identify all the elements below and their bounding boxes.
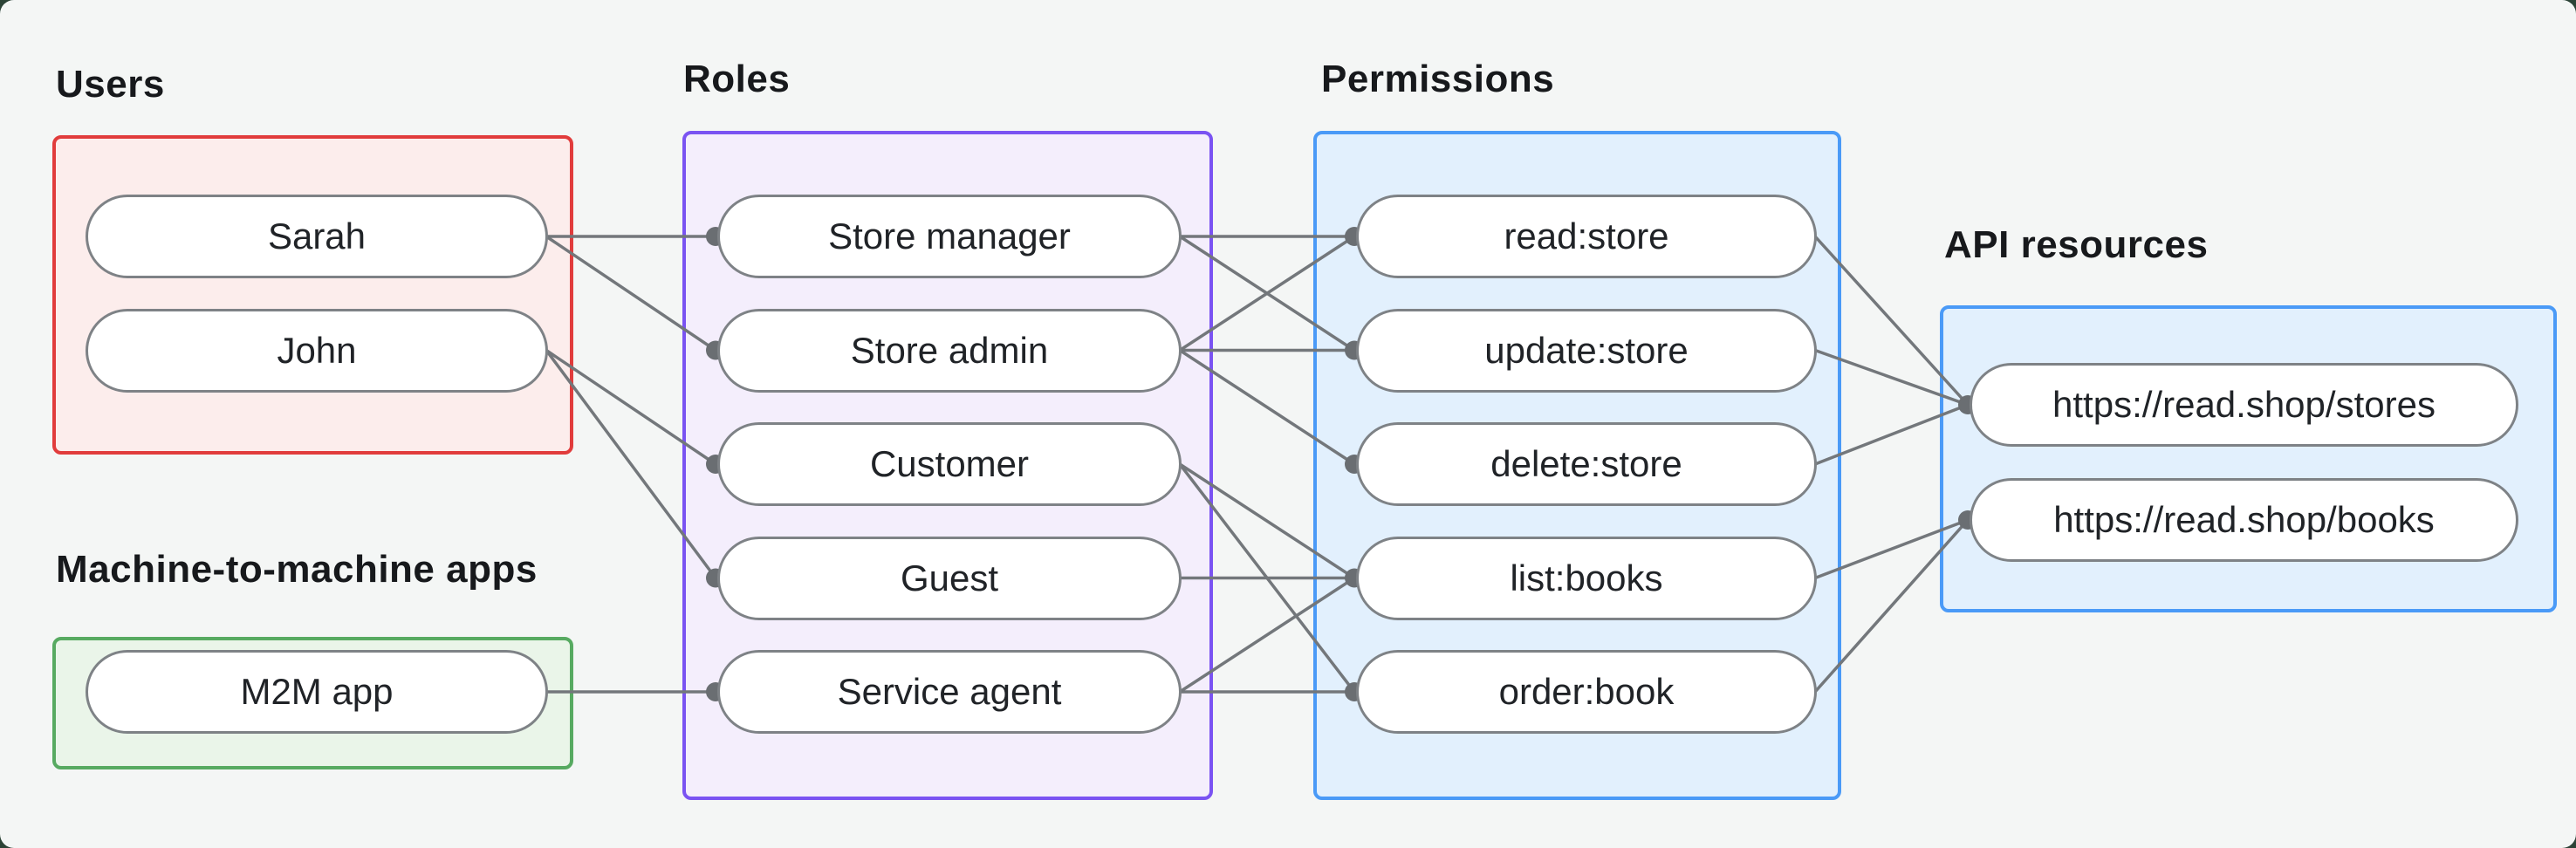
node-update-store: update:store [1356,308,1817,393]
group-label-users: Users [56,63,165,106]
node-customer: Customer [717,422,1182,506]
edge-read-store-stores [1813,235,1970,407]
node-order-book: order:book [1356,650,1817,734]
edge-service-agent-list-books [1179,577,1355,694]
node-delete-store: delete:store [1356,422,1817,506]
group-label-api-resources: API resources [1944,223,2209,266]
node-list-books: list:books [1356,536,1817,620]
node-m2m-app: M2M app [86,650,548,734]
edge-store-admin-delete-store [1179,349,1355,466]
node-john: John [86,308,548,393]
edge-list-books-books [1814,518,1969,580]
edge-update-store-stores [1814,348,1969,407]
node-store-admin: Store admin [717,308,1182,393]
edge-order-book-books [1813,518,1970,694]
node-guest: Guest [717,536,1182,620]
edge-john-customer [545,349,716,466]
node-stores: https://read.shop/stores [1970,363,2518,447]
node-read-store: read:store [1356,195,1817,278]
node-books: https://read.shop/books [1970,478,2518,562]
edge-john-guest [545,349,717,579]
edge-customer-list-books [1179,462,1355,579]
node-store-manager: Store manager [717,195,1182,278]
edge-delete-store-stores [1814,403,1969,466]
group-label-roles: Roles [683,58,791,100]
edge-store-admin-read-store [1179,235,1355,352]
edge-sarah-store-admin [545,235,716,352]
group-label-permissions: Permissions [1321,58,1555,100]
node-service-agent: Service agent [717,650,1182,734]
node-sarah: Sarah [86,195,548,278]
group-label-m2m-apps: Machine-to-machine apps [56,548,538,591]
group-box-users [52,135,573,455]
